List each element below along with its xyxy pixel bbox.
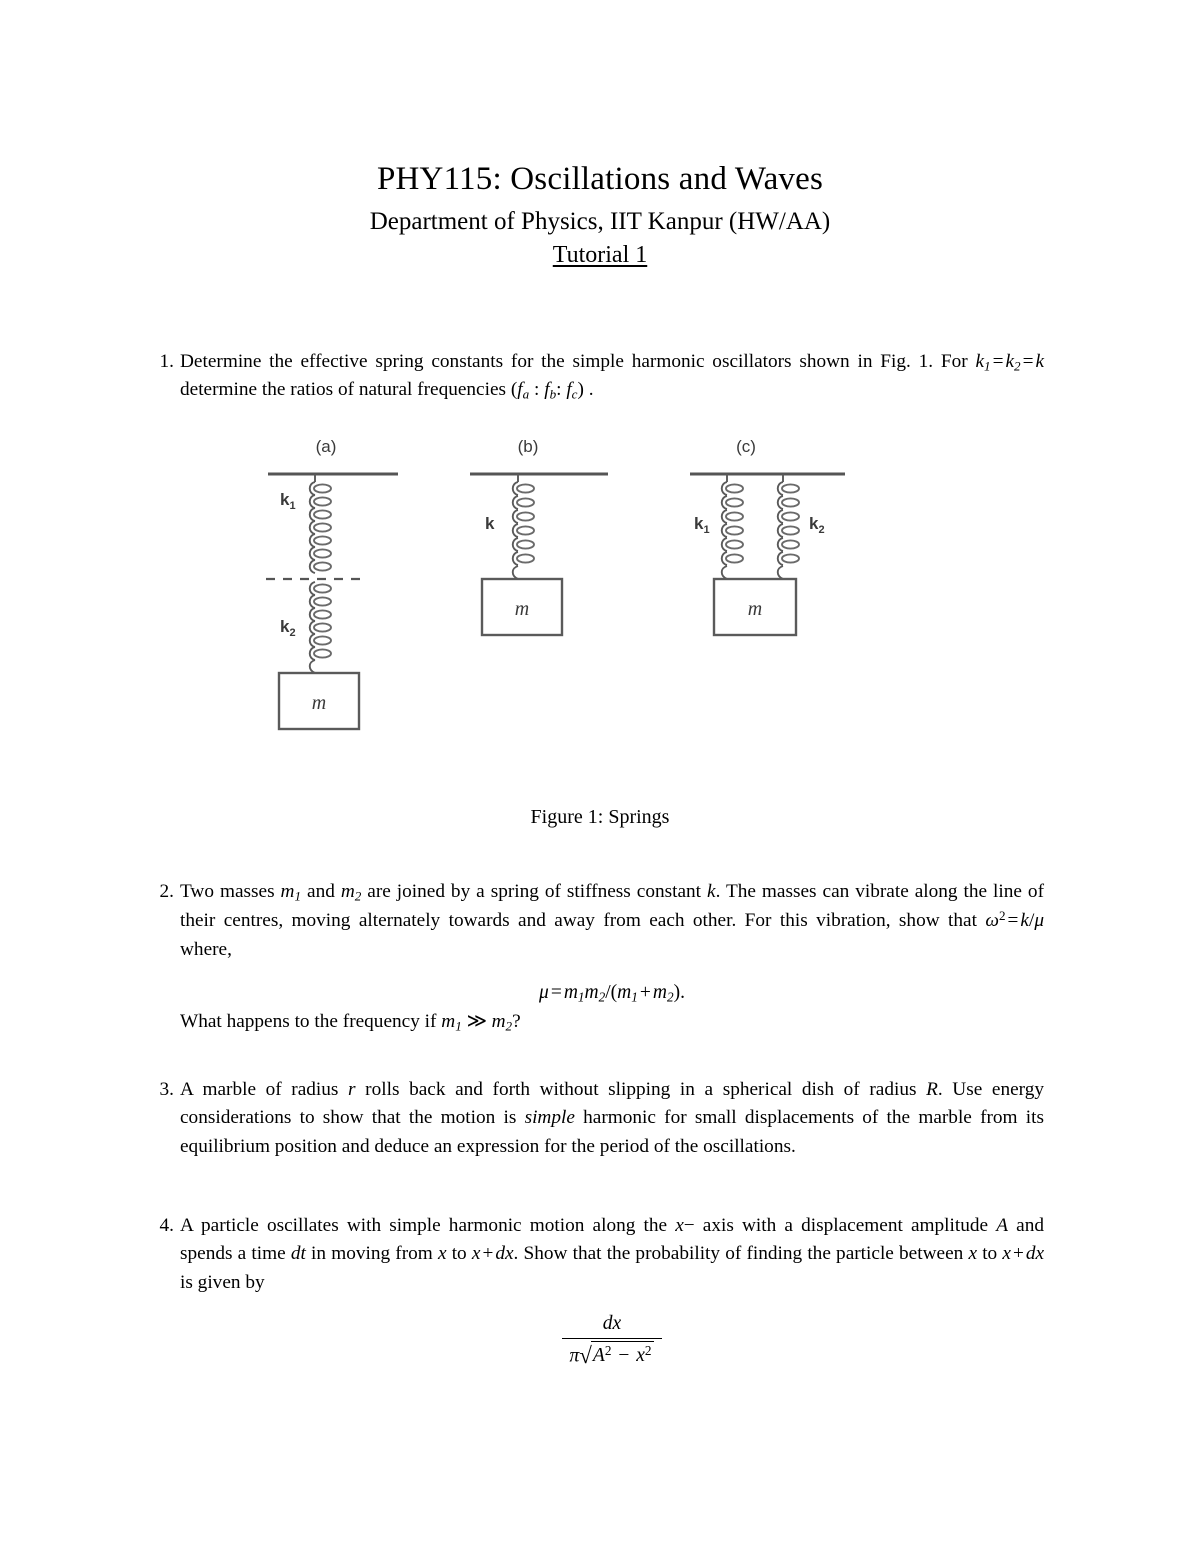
- panel-a: (a) k1: [266, 437, 398, 731]
- problem-2-seg-f: What happens to the frequency if: [180, 1010, 442, 1032]
- problem-2-seg-d: . The masses can vibrate along the line …: [180, 881, 1044, 932]
- problem-4-var-x1: x: [437, 1243, 447, 1265]
- problem-item-1: 1. Determine the effective spring consta…: [148, 348, 1044, 405]
- panel-b-spring-k: [511, 474, 535, 580]
- problem-3-text: A marble of radius r rolls back and fort…: [180, 1076, 1044, 1161]
- problem-2-seg-c: are joined by a spring of stiffness cons…: [361, 881, 707, 902]
- problem-block-3: 3. A marble of radius r rolls back and f…: [148, 1076, 1044, 1177]
- problem-2-equation: μ=m1m2/(m1+m2).: [539, 982, 685, 1005]
- problem-4-var-dt: dt: [290, 1243, 306, 1265]
- panel-a-k2-label: k2: [280, 617, 296, 639]
- problem-item-2: 2. Two masses m1 and m2 are joined by a …: [148, 878, 1044, 1036]
- problem-3-seg-c: . Use energy considerations to show that…: [180, 1079, 1045, 1129]
- problem-4-var-xdx1: x+dx: [471, 1243, 514, 1265]
- problem-number: 3.: [159, 1079, 174, 1100]
- panel-c-label: (c): [736, 437, 756, 456]
- document-header: PHY115: Oscillations and Waves Departmen…: [0, 160, 1200, 269]
- page-title: PHY115: Oscillations and Waves: [376, 161, 824, 197]
- problem-2-k: k: [707, 881, 716, 902]
- problem-2-seg-g: ?: [512, 1010, 521, 1032]
- panel-a-mass-box: m: [277, 671, 361, 731]
- problem-2-seg-b: and: [301, 881, 341, 902]
- problem-4-var-x2: x: [968, 1243, 978, 1265]
- problem-block-2: 2. Two masses m1 and m2 are joined by a …: [148, 878, 1044, 1052]
- problem-number: 1.: [159, 351, 174, 372]
- panel-c-spring-k2: [776, 474, 800, 580]
- problem-1-line2-mid: determine the ratios of natural frequenc…: [180, 379, 511, 401]
- problem-item-4: 4. A particle oscillates with simple har…: [148, 1212, 1044, 1370]
- problem-4-seg-a: A particle oscillates with simple harmon…: [180, 1215, 676, 1236]
- problem-4-seg-e: to: [446, 1243, 472, 1265]
- panel-b: (b) k m: [470, 437, 608, 637]
- problem-3-seg-d: harmonic for small displacements of the …: [180, 1107, 1044, 1157]
- panel-c-mass-box: m: [712, 577, 798, 637]
- figure-caption: Figure 1: Springs: [530, 806, 670, 828]
- panel-b-mass-label: m: [515, 598, 529, 620]
- problem-3-seg-a: A marble of radius: [180, 1079, 349, 1100]
- panel-c-k2-label: k2: [809, 514, 825, 536]
- problem-2-omega-equation: ω2=k/μ: [985, 908, 1044, 932]
- panel-b-label: (b): [518, 437, 539, 456]
- problem-list: 1. Determine the effective spring consta…: [148, 348, 1044, 421]
- problem-3-emphasis: simple: [524, 1107, 575, 1129]
- panel-c-k1-label: k1: [694, 514, 710, 536]
- problem-4-seg-d: in moving from: [305, 1243, 438, 1265]
- problem-1-text: Determine the effective spring constants…: [180, 348, 1044, 405]
- problem-3-var-R: R: [926, 1079, 938, 1100]
- problem-2-m2: m2: [340, 881, 362, 904]
- problem-item-3: 3. A marble of radius r rolls back and f…: [148, 1076, 1044, 1161]
- problem-4-equation: dx π√A2 − x2: [180, 1312, 1044, 1370]
- document-subtitle: Department of Physics, IIT Kanpur (HW/AA…: [369, 207, 831, 235]
- springs-diagram: (a) k1: [266, 437, 845, 731]
- problem-4-seg-c: and spends a time: [180, 1215, 1044, 1265]
- problem-3-seg-b: rolls back and forth without slipping in…: [355, 1079, 927, 1100]
- problem-4-seg-g: to: [977, 1243, 1003, 1265]
- panel-a-k1-label: k1: [280, 490, 296, 512]
- panel-c-spring-k1: [720, 474, 744, 580]
- document-tutorial-label: Tutorial 1: [552, 241, 648, 268]
- problem-number: 2.: [159, 881, 174, 902]
- panel-a-label: (a): [316, 437, 337, 456]
- problem-2-m1: m1: [280, 881, 302, 904]
- problem-4-seg-f: . Show that the probability of finding t…: [513, 1243, 969, 1265]
- panel-a-spring-k1: [308, 474, 332, 574]
- problem-2-paragraph-1: Two masses m1 and m2 are joined by a spr…: [180, 878, 1044, 964]
- problem-1-line1: Determine the effective spring constants…: [180, 351, 850, 372]
- panel-c: (c): [690, 437, 845, 637]
- figure-springs: (a) k1: [0, 436, 1200, 856]
- problem-2-paragraph-2: What happens to the frequency if m1 ≫ m2…: [180, 1008, 1044, 1036]
- problem-4-text: A particle oscillates with simple harmon…: [180, 1212, 1044, 1297]
- panel-a-mass-label: m: [312, 692, 326, 714]
- panel-b-mass-box: m: [480, 577, 564, 637]
- fraction-numerator: dx: [602, 1313, 622, 1335]
- problem-1-line2-prefix: in Fig. 1. For: [857, 351, 976, 372]
- problem-4-var-xdx2: x+dx: [1002, 1243, 1045, 1265]
- problem-3-var-r: r: [348, 1079, 356, 1100]
- problem-4-seg-b: axis with a displacement amplitude: [694, 1215, 997, 1236]
- problem-4-axis: x−: [675, 1215, 695, 1236]
- panel-b-k-label: k: [485, 514, 495, 533]
- problem-2-inequality: m1 ≫ m2: [441, 1010, 513, 1034]
- problem-block-4: 4. A particle oscillates with simple har…: [148, 1212, 1044, 1386]
- problem-1-ratio: (fa : fb: fc) .: [510, 379, 594, 403]
- problem-number: 4.: [159, 1215, 174, 1236]
- problem-4-var-A: A: [996, 1215, 1009, 1236]
- problem-2-seg-e: where,: [180, 938, 232, 960]
- panel-a-spring-k2: [308, 581, 332, 674]
- probability-fraction: dx π√A2 − x2: [561, 1312, 663, 1370]
- problem-1-inline-equation: k1=k2=k: [975, 351, 1044, 374]
- problem-2-seg-a: Two masses: [180, 881, 281, 902]
- panel-c-mass-label: m: [748, 598, 762, 620]
- problem-4-seg-h: is given by: [180, 1271, 265, 1293]
- fraction-denominator: π√A2 − x2: [561, 1338, 663, 1370]
